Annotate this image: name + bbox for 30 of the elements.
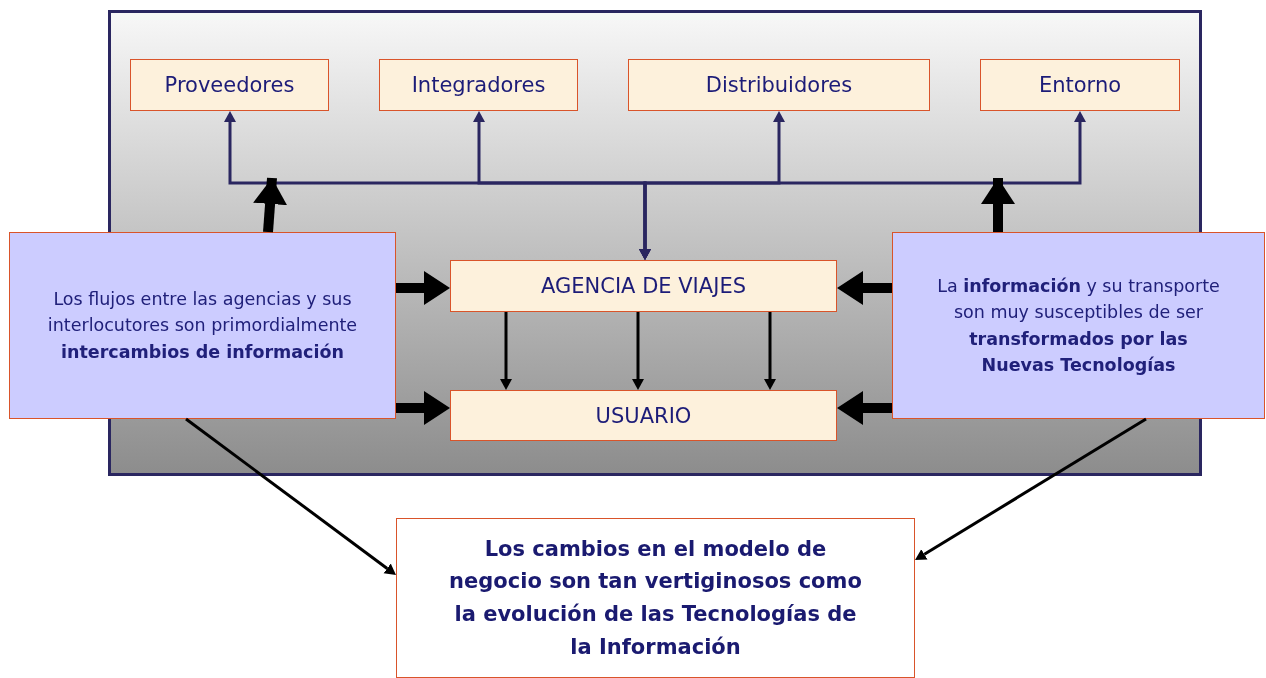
arrow [837,271,892,305]
box-text: Los cambios en el modelo de negocio son tan vertiginosos como la evolución de las Tecnologías de la Información [448,535,863,661]
label-box [130,59,329,111]
arrow [639,111,1086,260]
label-box [450,260,837,312]
label-box [980,59,1180,111]
arrow [396,391,450,425]
note-box [892,232,1265,419]
arrow [396,271,450,305]
arrow [500,312,512,390]
box-label: AGENCIA DE VIAJES [541,274,746,298]
box-label: USUARIO [595,403,692,428]
label-box [379,59,578,111]
arrow [185,417,396,575]
note-box [9,232,396,419]
arrow [837,391,892,425]
box-label: Entorno [1038,73,1122,97]
box-label: Proveedores [164,73,295,97]
arrow [915,417,1147,560]
box-label: Integradores [411,73,546,97]
conclusion-box [396,518,915,678]
arrow [253,177,288,233]
box-text: Los flujos entre las agencias y sus interlocutores son primordialmente intercambios de información [46,288,359,364]
arrow [981,178,1015,232]
box-text: La información y su transporte son muy susceptibles de ser transformados por las Nuevas Tecnologías [936,275,1221,377]
box-label: Distribuidores [705,73,853,97]
label-box [450,390,837,441]
label-box [628,59,930,111]
arrow [632,312,644,390]
arrow [764,312,776,390]
